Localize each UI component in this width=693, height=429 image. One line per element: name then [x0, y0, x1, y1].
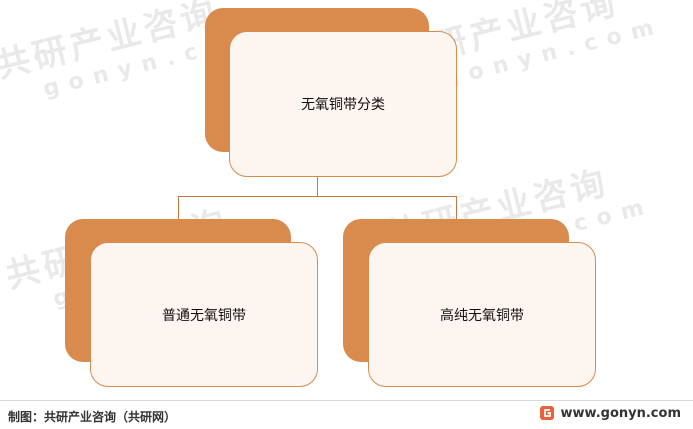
gonyn-logo-icon: [539, 406, 554, 420]
child-node-high-purity-label: 高纯无氧铜带: [440, 307, 524, 324]
child-node-ordinary: 普通无氧铜带: [90, 242, 318, 387]
website-credit: www.gonyn.com: [539, 405, 681, 421]
website-url: www.gonyn.com: [560, 405, 681, 421]
connector-root-trunk: [317, 176, 318, 196]
footer-divider: [0, 400, 693, 401]
source-note: 制图：共研产业咨询（共研网）: [8, 410, 177, 424]
child-node-ordinary-label: 普通无氧铜带: [162, 307, 246, 324]
connector-left-drop: [178, 196, 179, 220]
child-node-high-purity: 高纯无氧铜带: [368, 242, 596, 387]
root-node: 无氧铜带分类: [229, 31, 457, 177]
connector-horizontal: [178, 196, 457, 197]
root-node-label: 无氧铜带分类: [301, 97, 385, 113]
connector-right-drop: [456, 196, 457, 220]
